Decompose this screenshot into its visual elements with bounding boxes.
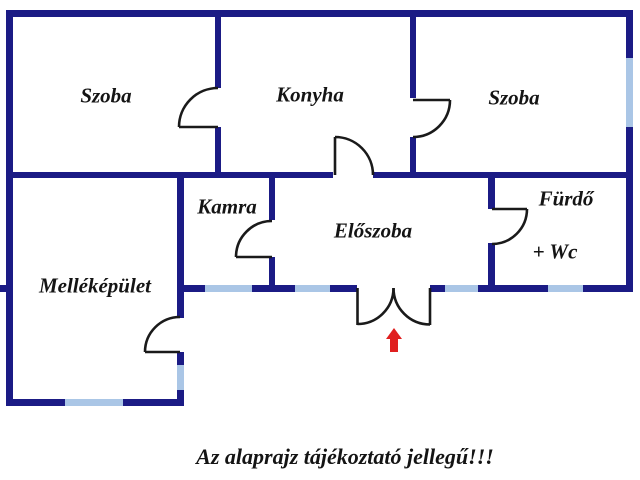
konyha-szoba-wall-seg xyxy=(410,17,416,98)
outbuilding-right-wall-seg xyxy=(177,390,184,399)
room-label-furdo: Fürdő xyxy=(538,186,594,211)
kamra-right-wall-seg xyxy=(269,257,275,285)
window-right-szoba xyxy=(626,58,633,127)
room-label-szoba-left: Szoba xyxy=(80,83,132,108)
south-wall-seg xyxy=(252,285,295,292)
door-kamra xyxy=(234,219,273,259)
outbuilding-bottom-wall-seg xyxy=(123,399,184,406)
room-label-eloszoba: Előszoba xyxy=(333,218,413,243)
outbuilding-right-wall-seg xyxy=(177,178,184,318)
door-szoba-right xyxy=(412,98,452,139)
door-furdo xyxy=(491,207,529,246)
south-wall-seg xyxy=(430,285,445,292)
door-outbuilding xyxy=(143,315,181,354)
outbuilding-right-wall-seg xyxy=(177,352,184,365)
caption: Az alaprajz tájékoztató jellegű!!! xyxy=(196,444,494,469)
window-south-3 xyxy=(445,285,478,292)
entrance-door-left-leaf xyxy=(356,287,395,326)
doors-group xyxy=(143,86,529,354)
south-wall-seg xyxy=(583,285,633,292)
divider-wall-left xyxy=(6,172,333,178)
divider-wall-right xyxy=(373,172,633,178)
south-wall-seg xyxy=(478,285,548,292)
window-outbuilding-side xyxy=(177,365,184,390)
walls-group xyxy=(0,10,633,406)
top-wall xyxy=(6,10,633,17)
entrance-arrow-icon xyxy=(386,328,402,352)
room-label-kamra: Kamra xyxy=(197,194,257,219)
window-outbuilding-bottom xyxy=(65,399,123,406)
window-south-1 xyxy=(205,285,252,292)
konyha-szoba-wall-seg xyxy=(410,137,416,172)
entrance-door-right-leaf xyxy=(392,287,432,326)
room-label-mellekepulet: Melléképület xyxy=(39,273,151,298)
room-label-konyha: Konyha xyxy=(276,82,344,107)
south-wall-seg xyxy=(330,285,357,292)
windows-group xyxy=(65,58,633,406)
furdo-left-wall-seg xyxy=(488,243,495,285)
window-south-4 xyxy=(548,285,583,292)
szoba-konyha-wall-seg xyxy=(215,127,221,172)
furdo-left-wall-seg xyxy=(488,178,495,209)
door-szoba-left xyxy=(177,86,219,129)
outbuilding-bottom-wall-seg xyxy=(6,399,65,406)
door-konyha-eloszoba xyxy=(333,135,375,176)
right-wall xyxy=(626,10,633,292)
szoba-konyha-wall-seg xyxy=(215,17,221,88)
left-wall xyxy=(6,10,13,406)
kamra-right-wall-seg xyxy=(269,178,275,220)
south-wall-seg xyxy=(177,285,205,292)
window-south-2 xyxy=(295,285,330,292)
room-label-szoba-right: Szoba xyxy=(488,85,540,110)
room-label-wc: + Wc xyxy=(532,239,578,264)
left-wall-stub xyxy=(0,285,6,292)
